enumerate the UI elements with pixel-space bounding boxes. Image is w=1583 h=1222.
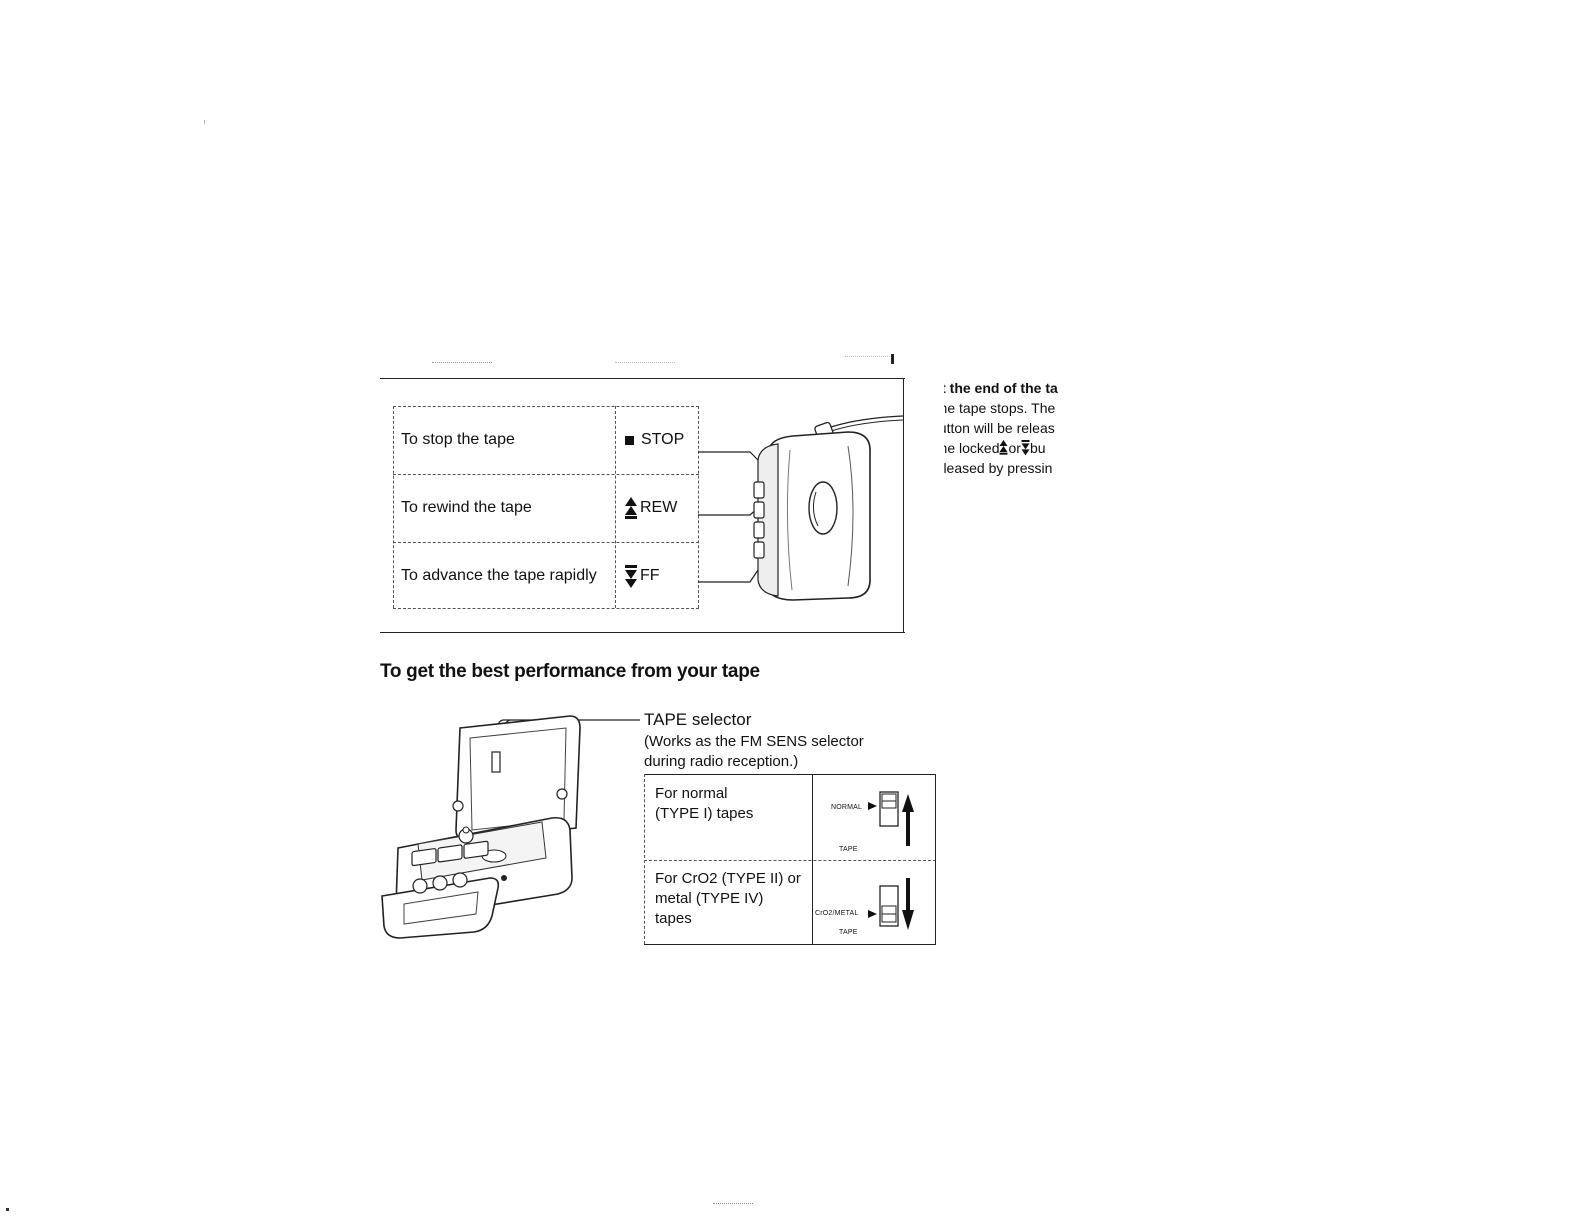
end-of-tape-line-3b: or — [1008, 440, 1021, 456]
metal-switch-icon — [868, 878, 914, 930]
end-of-tape-line-3a: The locked — [944, 440, 1000, 456]
end-of-tape-title: At the end of the ta — [944, 380, 1058, 396]
end-of-tape-line-3c: bu — [1029, 440, 1046, 456]
fast-forward-arrow-icon — [625, 565, 637, 588]
scan-mark — [891, 354, 894, 364]
tape-selector-label: TAPE selector — [644, 710, 752, 729]
tape-row-metal-line1: For CrO2 (TYPE II) or — [655, 870, 801, 887]
performance-title: To get the best performance from your ta… — [380, 661, 760, 682]
normal-switch-caption: TAPE — [839, 846, 858, 853]
stop-square-icon — [625, 436, 634, 445]
rewind-arrow-icon — [625, 497, 637, 519]
end-of-tape-line-1: The tape stops. The — [944, 400, 1056, 416]
row-ff-action: To advance the tape rapidly — [401, 567, 597, 584]
ff-button-label: FF — [640, 567, 660, 584]
tape-row-normal-line1: For normal — [655, 785, 728, 802]
scan-speck — [6, 1208, 9, 1211]
normal-switch-label: NORMAL — [831, 804, 863, 811]
end-of-tape-section: At the end of the ta The tape stops. The… — [944, 380, 1084, 500]
tape-selector-note-1: (Works as the FM SENS selector — [644, 733, 864, 750]
cassette-player-side-illustration — [698, 415, 904, 601]
scan-speck — [713, 1203, 753, 1204]
metal-switch-label: CrO2/METAL — [815, 910, 859, 917]
normal-switch-icon — [868, 791, 914, 846]
tape-row-normal-line2: (TYPE I) tapes — [655, 805, 754, 822]
stop-button-label: STOP — [641, 431, 685, 448]
fast-forward-arrow-icon — [1021, 440, 1030, 456]
rewind-button-label: REW — [640, 499, 678, 516]
tape-row-metal-line2: metal (TYPE IV) — [655, 890, 764, 907]
row-stop-action: To stop the tape — [401, 431, 515, 448]
scan-mark — [845, 356, 890, 357]
scan-mark — [615, 362, 675, 363]
rewind-arrow-icon — [999, 440, 1008, 455]
metal-switch-caption: TAPE — [839, 929, 858, 936]
row-rewind-action: To rewind the tape — [401, 499, 532, 516]
tape-selector-note-2: during radio reception.) — [644, 753, 799, 770]
end-of-tape-line-4: released by pressin — [944, 460, 1053, 476]
tape-row-normal: For normal (TYPE I) tapes — [655, 784, 753, 824]
open-cassette-player-illustration — [381, 715, 640, 939]
tape-row-metal: For CrO2 (TYPE II) or metal (TYPE IV) ta… — [655, 869, 801, 929]
tape-row-metal-line3: tapes — [655, 910, 692, 927]
scan-mark — [432, 362, 492, 363]
scan-speck — [204, 120, 205, 124]
end-of-tape-line-2: button will be releas — [944, 420, 1055, 436]
